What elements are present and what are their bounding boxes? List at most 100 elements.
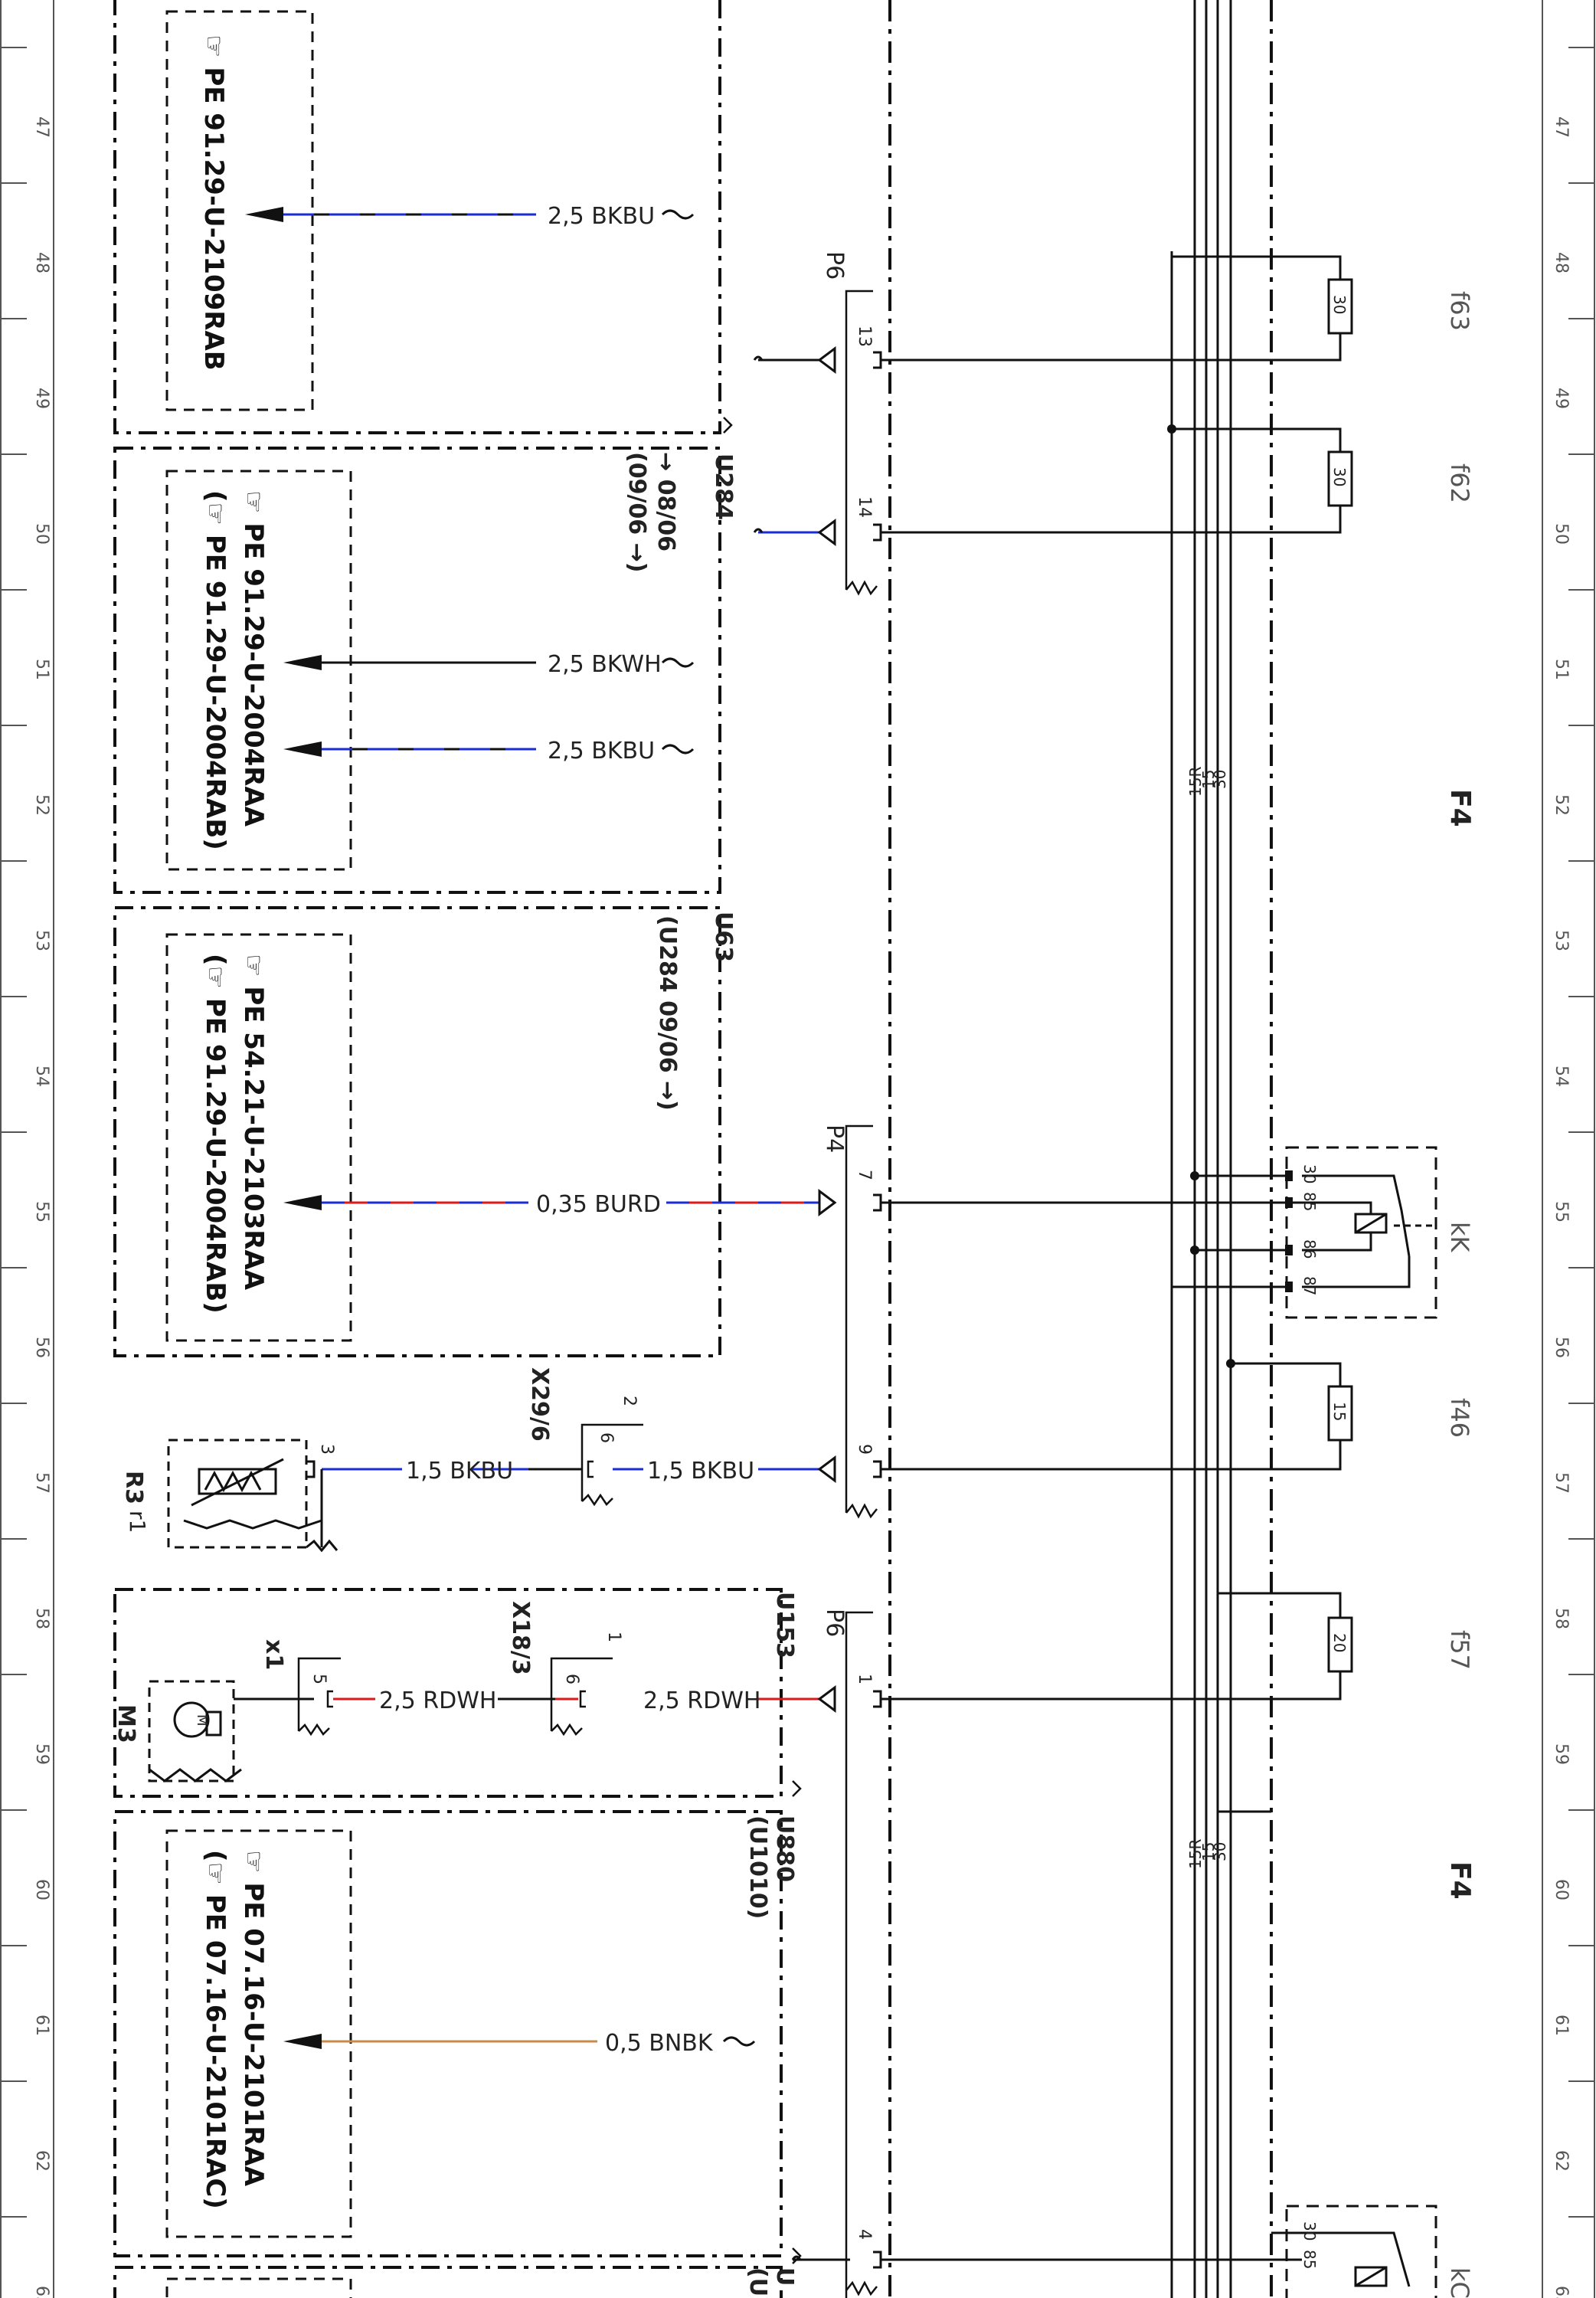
relay-kk-pins — [1285, 1170, 1293, 1292]
grid-column-number: 57 — [1552, 1472, 1571, 1494]
relay-kk-pin-85: 85 — [1300, 1192, 1319, 1211]
fuse-f57-label: f57 — [1445, 1630, 1474, 1670]
connector-label-p6-bottom: P6 — [821, 1609, 848, 1637]
reference-boxes — [165, 10, 352, 2298]
motor-m3-label: M3 — [113, 1704, 139, 1743]
module-note-u284-from: → 08/06 — [652, 452, 679, 552]
reference-text-1: ☞ PE 91.29-U-2109RAB — [198, 34, 229, 371]
reference-text-4b: (☞ PE 07.16-U-2101RAC) — [200, 1850, 231, 2209]
grid-column-number: 56 — [32, 1337, 51, 1358]
grid-column-number: 60 — [1552, 1879, 1571, 1900]
pin-brackets — [873, 351, 882, 2269]
connector-label-p4: P4 — [821, 1124, 848, 1153]
grid-column-number: 47 — [1552, 116, 1571, 138]
grid-column-number: 59 — [32, 1743, 51, 1765]
sensor-r3-pin: 3 — [317, 1444, 336, 1455]
module-label-u-bottom: U — [771, 2267, 798, 2286]
fuse-f57-rating: 20 — [1330, 1633, 1349, 1652]
relay-kc-label: kC — [1445, 2267, 1474, 2298]
grid-column-number: 62 — [1552, 2150, 1571, 2172]
module-label-u880: U880 — [771, 1815, 798, 1882]
wire-label-5a: 1,5 BKBU — [406, 1458, 513, 1485]
fuse-f62-label: f62 — [1445, 463, 1474, 503]
reference-text-4a: ☞ PE 07.16-U-2101RAA — [238, 1850, 269, 2187]
relay-kk-label: kK — [1445, 1222, 1474, 1253]
relay-kk-pin-30: 30 — [1300, 1164, 1319, 1183]
grid-column-number: 49 — [1552, 388, 1571, 409]
fuse-f63-label: f63 — [1445, 291, 1474, 331]
connector-arrows — [817, 346, 837, 1713]
grid-column-number: 62 — [32, 2150, 51, 2172]
wire-label-6a: 2,5 RDWH — [379, 1687, 496, 1714]
connector-x18-number: 1 — [604, 1632, 623, 1642]
grid-column-number: 58 — [1552, 1608, 1571, 1629]
module-label-u153: U153 — [771, 1592, 798, 1658]
connector-x29 — [581, 1423, 643, 1507]
fuse-f46-label: f46 — [1445, 1398, 1474, 1438]
connector-label-p6: P6 — [821, 251, 848, 280]
grid-column-number: 55 — [32, 1201, 51, 1223]
wire-ends — [661, 209, 802, 2260]
relay-kk-pin-86: 86 — [1300, 1239, 1319, 1259]
bus-conductors — [1170, 0, 1232, 2298]
fuse-f62-rating: 30 — [1330, 467, 1349, 486]
connector-x18 — [550, 1657, 613, 1737]
fuse-f63-rating: 30 — [1330, 295, 1349, 314]
grid-column-number: 53 — [1552, 930, 1571, 951]
grid-column-number: 63 — [32, 2286, 51, 2298]
grid-column-number: 63 — [1552, 2286, 1571, 2298]
grid-column-number: 59 — [1552, 1743, 1571, 1765]
grid-column-number: 51 — [1552, 659, 1571, 680]
relay-kk-pin-87: 87 — [1300, 1276, 1319, 1295]
connector-x1-label: x1 — [260, 1639, 287, 1670]
bus-label-15r: 15R — [1186, 767, 1205, 797]
reference-text-2b: (☞ PE 91.29-U-2004RAB) — [200, 490, 231, 850]
break-marks — [723, 417, 878, 2296]
fuse-feeds — [1170, 251, 1271, 1813]
grid-column-number: 61 — [1552, 2015, 1571, 2036]
pin-7: 7 — [855, 1170, 874, 1180]
wire-label-5b: 1,5 BKBU — [647, 1458, 754, 1485]
connector-x29-number: 2 — [620, 1396, 639, 1406]
module-note-u63: (U284 09/06 →) — [654, 915, 681, 1111]
grid-column-number: 57 — [32, 1472, 51, 1494]
fuse-f46-rating: 15 — [1330, 1402, 1349, 1421]
grid-column-number: 48 — [1552, 252, 1571, 273]
bus-label-15r-2: 15R — [1186, 1839, 1205, 1869]
wire-label-7: 0,5 BNBK — [605, 2030, 714, 2057]
wire-label-3: 2,5 BKBU — [548, 738, 655, 764]
bus-label-15-2: 15 — [1199, 1842, 1218, 1861]
grid-column-number: 54 — [32, 1066, 51, 1087]
module-alt-u880: (U1010) — [744, 1815, 771, 1919]
pin-1: 1 — [855, 1674, 874, 1684]
module-note-u284-to: (09/06 →) — [623, 452, 650, 572]
grid-column-number: 50 — [32, 523, 51, 545]
relay-kc — [1271, 2205, 1437, 2298]
bus-label-30: 30 — [1211, 770, 1229, 789]
bus-boundaries — [888, 0, 1273, 2298]
bus-label-30-2: 30 — [1211, 1842, 1229, 1861]
pin-9: 9 — [855, 1444, 874, 1455]
bus-label-15: 15 — [1199, 770, 1218, 789]
grid-column-number: 50 — [1552, 523, 1571, 545]
relay-kk — [1170, 429, 1437, 1319]
wires — [234, 213, 1271, 2261]
sensor-r3 — [167, 1439, 338, 1553]
connector-x29-pin: 6 — [597, 1432, 616, 1443]
wire-label-4: 0,35 BURD — [536, 1191, 661, 1218]
wire-label-1: 2,5 BKBU — [548, 203, 655, 230]
grid-column-number: 47 — [32, 116, 51, 138]
grid-column-number: 48 — [32, 252, 51, 273]
motor-m3 — [148, 1680, 242, 1782]
connector-x1-pin: 5 — [309, 1674, 329, 1684]
grid-column-number: 61 — [32, 2015, 51, 2036]
connector-x29-label: X29/6 — [526, 1367, 553, 1442]
connector-x18-pin: 6 — [562, 1674, 581, 1684]
reference-text-3a: ☞ PE 54.21-U-2103RAA — [238, 954, 269, 1291]
grid-column-number: 60 — [32, 1879, 51, 1900]
grid-column-number: 51 — [32, 659, 51, 680]
motor-m3-symbol: M — [194, 1714, 210, 1727]
fuses — [1271, 255, 1353, 1701]
